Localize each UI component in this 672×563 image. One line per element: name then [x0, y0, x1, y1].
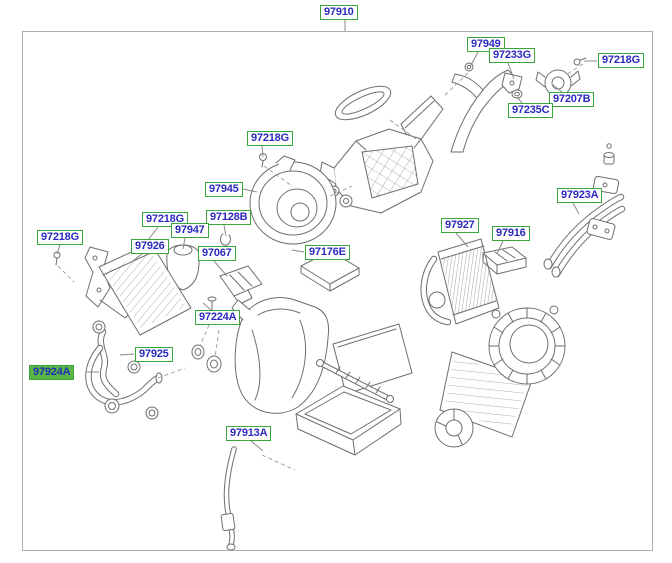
lower-case-right [435, 306, 565, 447]
part-label-97923a[interactable]: 97923A [557, 188, 603, 203]
pipe-grommets [192, 297, 221, 372]
part-label-97926[interactable]: 97926 [131, 239, 169, 254]
part-label-97218g[interactable]: 97218G [598, 53, 644, 68]
part-label-97924a[interactable]: 97924A [29, 365, 75, 380]
part-label-97176e[interactable]: 97176E [305, 245, 350, 260]
part-label-97910[interactable]: 97910 [320, 5, 358, 20]
part-label-97916[interactable]: 97916 [492, 226, 530, 241]
gasket-seal [331, 79, 396, 126]
part-label-97945[interactable]: 97945 [205, 182, 243, 197]
heater-pipes [544, 144, 622, 277]
part-label-97067[interactable]: 97067 [198, 246, 236, 261]
evaporator-core [424, 239, 499, 324]
alignment-dashes [58, 64, 583, 470]
heater-hose-upper [93, 321, 116, 394]
part-label-97235c[interactable]: 97235C [508, 103, 554, 118]
part-label-97128b[interactable]: 97128B [206, 210, 252, 225]
filter-panel [317, 324, 413, 403]
drain-hose [221, 449, 235, 550]
part-label-97947[interactable]: 97947 [171, 223, 209, 238]
part-label-97233g[interactable]: 97233G [489, 48, 535, 63]
part-label-97925[interactable]: 97925 [135, 347, 173, 362]
part-label-97913a[interactable]: 97913A [226, 426, 272, 441]
label-leader-lines [57, 20, 597, 451]
part-label-97218g[interactable]: 97218G [247, 131, 293, 146]
resistor-cover [483, 247, 526, 274]
blower-resistor [220, 266, 262, 304]
part-label-97207b[interactable]: 97207B [549, 92, 595, 107]
upper-housing [320, 129, 433, 213]
part-label-97927[interactable]: 97927 [441, 218, 479, 233]
heater-hose-lower [88, 348, 162, 419]
part-label-97949[interactable]: 97949 [467, 37, 505, 52]
diagram-frame [22, 31, 653, 551]
bottom-tray [296, 386, 401, 455]
lower-case-left [232, 298, 329, 414]
part-label-97224a[interactable]: 97224A [195, 310, 241, 325]
part-label-97218g[interactable]: 97218G [37, 230, 83, 245]
blower-inlet-housing [220, 154, 336, 246]
